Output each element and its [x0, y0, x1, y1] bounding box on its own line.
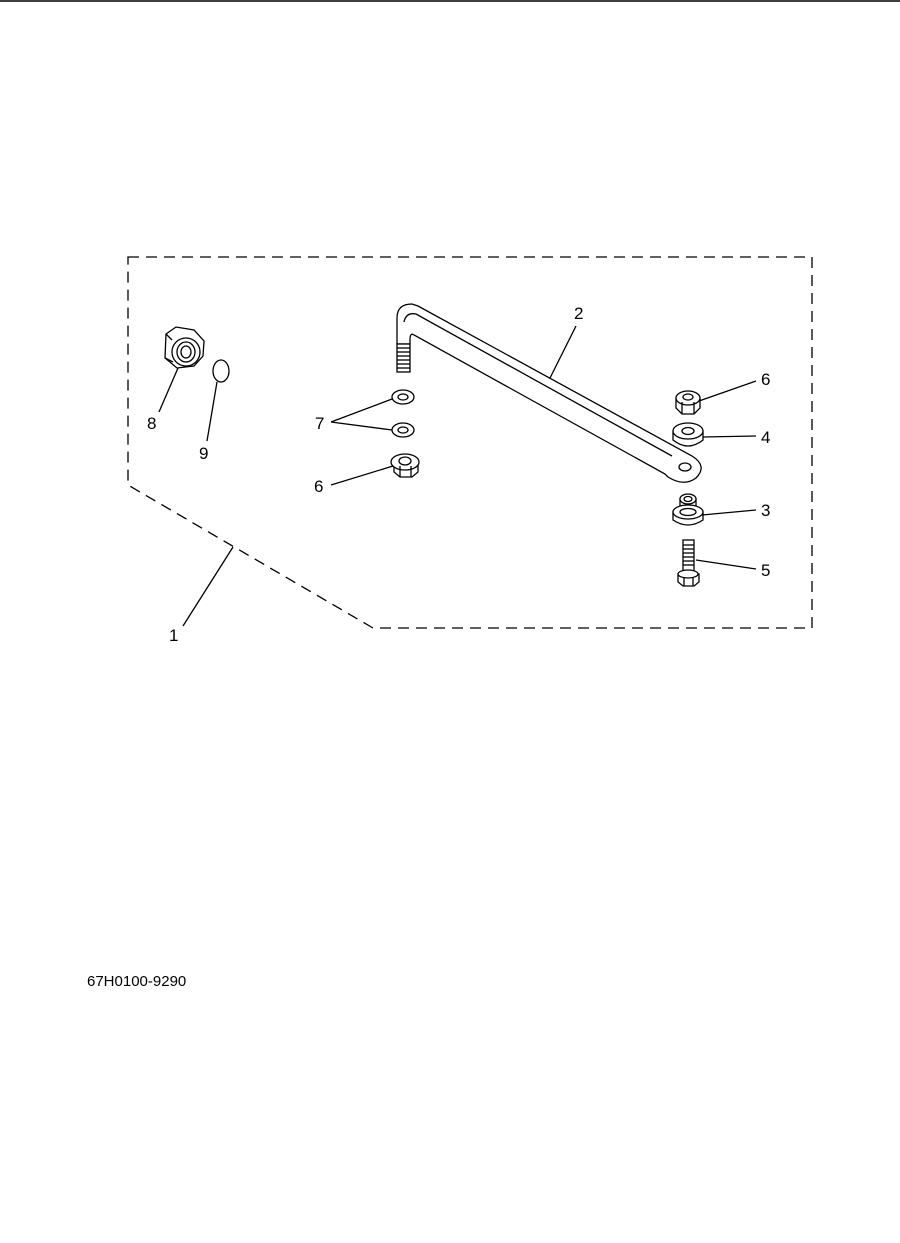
- leader-7a: [330, 398, 393, 423]
- collar-part-3: [672, 493, 704, 526]
- washers-part-7: [391, 389, 415, 438]
- callout-6-left: 6: [314, 477, 323, 496]
- nut-part-8: [164, 326, 205, 369]
- leader-2: [549, 325, 577, 379]
- bushing-part-4: [672, 422, 704, 447]
- leader-7b: [330, 421, 393, 431]
- leader-5: [695, 559, 757, 570]
- callout-7: 7: [315, 414, 324, 433]
- callout-6-right: 6: [761, 370, 770, 389]
- callout-9: 9: [199, 444, 208, 463]
- part-code: 67H0100-9290: [87, 973, 186, 990]
- leader-6-left: [330, 465, 394, 486]
- callout-8: 8: [147, 414, 156, 433]
- leader-6-right: [698, 380, 757, 402]
- kit-boundary: [127, 256, 813, 629]
- leader-1: [182, 546, 234, 627]
- steering-link-rod: [396, 303, 702, 483]
- leader-3: [701, 509, 757, 516]
- o-ring-part-9: [212, 359, 230, 383]
- leader-8: [158, 367, 179, 413]
- nut-right-part-6: [675, 390, 701, 415]
- callout-3: 3: [761, 501, 770, 520]
- bolt-part-5: [677, 539, 700, 587]
- flange-nut-left-part-6: [390, 453, 420, 478]
- callout-5: 5: [761, 561, 770, 580]
- leader-9: [206, 381, 218, 442]
- callout-1: 1: [169, 626, 178, 645]
- callout-4: 4: [761, 428, 770, 447]
- callout-2: 2: [574, 304, 583, 323]
- leader-4: [702, 435, 757, 438]
